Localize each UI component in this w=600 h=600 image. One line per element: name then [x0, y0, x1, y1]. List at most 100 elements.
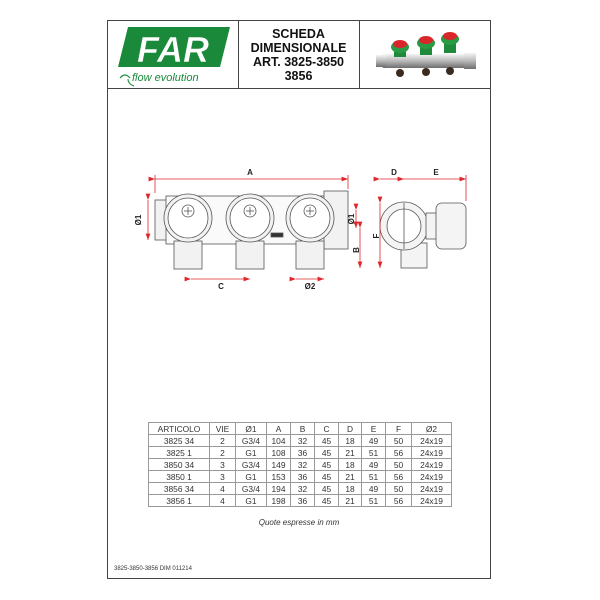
- col-header-b: B: [290, 422, 315, 435]
- cell: 32: [290, 434, 315, 447]
- cell: 18: [338, 434, 362, 447]
- logo-brand: FAR: [137, 29, 209, 70]
- cell: 18: [338, 458, 362, 471]
- far-logo: FAR flow evolution: [108, 21, 238, 88]
- valve-knob-icon: [391, 40, 409, 77]
- cell: 24x19: [411, 470, 452, 483]
- cell: 21: [338, 494, 362, 507]
- cell: 50: [385, 458, 412, 471]
- header-separator: [108, 88, 490, 89]
- cell: 32: [290, 458, 315, 471]
- header-divider: [359, 21, 360, 88]
- technical-drawing: A C Ø2 Ø1 Ø1 B F D E: [108, 161, 492, 301]
- cell: 21: [338, 470, 362, 483]
- cell: 24x19: [411, 458, 452, 471]
- cell: G1: [235, 494, 267, 507]
- col-header-articolo: ARTICOLO: [148, 422, 210, 435]
- product-photo: [360, 21, 492, 88]
- page-title: SCHEDA DIMENSIONALE ART. 3825-3850 3856: [238, 21, 359, 88]
- cell: G1: [235, 470, 267, 483]
- dim-label-c: C: [218, 282, 224, 291]
- cell: G3/4: [235, 458, 267, 471]
- cell: 49: [361, 434, 386, 447]
- cell: 50: [385, 482, 412, 495]
- dim-label-d1-right: Ø1: [347, 213, 356, 224]
- cell: 21: [338, 446, 362, 459]
- col-header-a: A: [266, 422, 291, 435]
- table-header-row: ARTICOLO VIE Ø1 A B C D E F Ø2: [148, 422, 452, 435]
- cell: 49: [361, 458, 386, 471]
- cell: 32: [290, 482, 315, 495]
- col-header-vie: VIE: [209, 422, 236, 435]
- col-header-d1: Ø1: [235, 422, 267, 435]
- cell: 45: [314, 458, 339, 471]
- col-header-e: E: [361, 422, 386, 435]
- cell: 51: [361, 446, 386, 459]
- cell: 56: [385, 446, 412, 459]
- cell: 149: [266, 458, 291, 471]
- cell: 194: [266, 482, 291, 495]
- cell: 56: [385, 494, 412, 507]
- dim-label-a: A: [247, 168, 253, 177]
- cell: 24x19: [411, 434, 452, 447]
- title-line-3: ART. 3825-3850: [252, 54, 345, 69]
- logo-tagline: flow evolution: [132, 72, 199, 84]
- cell: 45: [314, 446, 339, 459]
- header-divider: [238, 21, 239, 88]
- cell: G3/4: [235, 482, 267, 495]
- col-header-f: F: [385, 422, 412, 435]
- dim-label-d1-left: Ø1: [134, 214, 143, 225]
- col-header-d: D: [338, 422, 362, 435]
- cell: 36: [290, 446, 315, 459]
- dim-label-b: B: [352, 247, 361, 253]
- cell: 45: [314, 470, 339, 483]
- cell: 153: [266, 470, 291, 483]
- cell: 3850 34: [148, 458, 210, 471]
- cell: 45: [314, 494, 339, 507]
- valve-knob-icon: [441, 32, 459, 75]
- cell: 49: [361, 482, 386, 495]
- cell: 198: [266, 494, 291, 507]
- datasheet-page: FAR flow evolution SCHEDA DIMENSIONALE A…: [107, 20, 491, 579]
- cell: 3856 34: [148, 482, 210, 495]
- cell: 3: [209, 470, 236, 483]
- col-header-c: C: [314, 422, 339, 435]
- cell: 36: [290, 494, 315, 507]
- cell: 51: [361, 494, 386, 507]
- cell: 2: [209, 446, 236, 459]
- cell: 2: [209, 434, 236, 447]
- cell: 24x19: [411, 482, 452, 495]
- cell: 24x19: [411, 494, 452, 507]
- side-view: [379, 201, 467, 269]
- units-note: Quote espresse in mm: [258, 518, 340, 527]
- cell: 51: [361, 470, 386, 483]
- cell: 104: [266, 434, 291, 447]
- title-line-2: DIMENSIONALE: [250, 40, 347, 55]
- front-view: [154, 190, 349, 270]
- dim-label-f: F: [372, 233, 381, 238]
- cell: 3825 34: [148, 434, 210, 447]
- cell: 56: [385, 470, 412, 483]
- dim-label-e: E: [433, 168, 439, 177]
- cell: 45: [314, 434, 339, 447]
- cell: 3850 1: [148, 470, 210, 483]
- cell: 50: [385, 434, 412, 447]
- cell: 45: [314, 482, 339, 495]
- cell: 24x19: [411, 446, 452, 459]
- cell: 3856 1: [148, 494, 210, 507]
- cell: 108: [266, 446, 291, 459]
- cell: G1: [235, 446, 267, 459]
- dim-label-d2: Ø2: [305, 282, 316, 291]
- cell: 3825 1: [148, 446, 210, 459]
- dim-label-d: D: [391, 168, 397, 177]
- cell: G3/4: [235, 434, 267, 447]
- title-line-4: 3856: [284, 68, 313, 83]
- cell: 3: [209, 458, 236, 471]
